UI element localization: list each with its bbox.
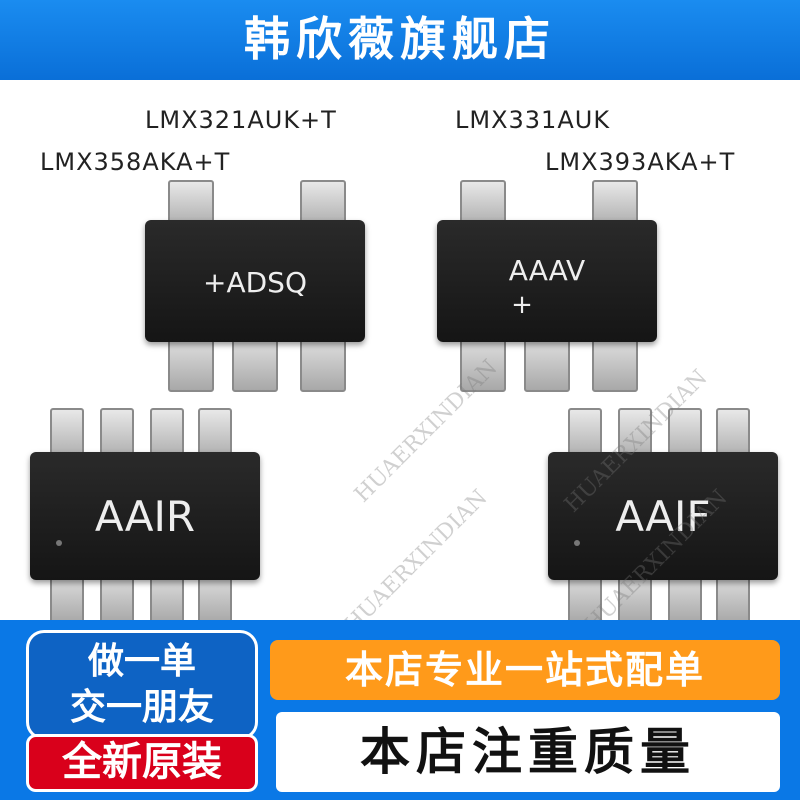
chip-bottom-right: AAIF xyxy=(548,408,778,628)
watermark: HUAERXINDIAN xyxy=(350,355,503,508)
chip-top-right: AAAV + xyxy=(432,180,662,400)
chip-body xyxy=(145,220,365,342)
promo-line-1: 做一单 xyxy=(87,641,196,682)
chip-top-left: +ADSQ xyxy=(140,180,370,400)
chip-bottom-left: AAIR xyxy=(30,408,260,628)
promo-service-banner: 本店专业一站式配单 xyxy=(270,640,780,700)
part-number-3: LMX358AKA+T xyxy=(40,148,231,176)
chip-body xyxy=(548,452,778,580)
store-title: 韩欣薇旗舰店 xyxy=(244,12,556,66)
chip-marking: AAIR xyxy=(94,492,196,541)
chip-marking: +ADSQ xyxy=(203,266,307,299)
part-number-1: LMX321AUK+T xyxy=(145,106,337,134)
chip-marking-plus: + xyxy=(511,290,533,320)
store-banner: 韩欣薇旗舰店 xyxy=(0,0,800,80)
pin1-dot xyxy=(574,540,580,546)
pin1-dot xyxy=(56,540,62,546)
watermark: HUAERXINDIAN xyxy=(340,485,493,638)
promo-line-2: 交一朋友 xyxy=(69,687,214,728)
part-number-2: LMX331AUK xyxy=(455,106,611,134)
chip-marking: AAAV xyxy=(508,254,586,287)
promo-genuine-badge: 全新原装 xyxy=(26,734,258,792)
promo-quality-banner: 本店注重质量 xyxy=(276,712,780,792)
chip-body xyxy=(437,220,657,342)
chip-marking: AAIF xyxy=(615,492,711,541)
chip-body xyxy=(30,452,260,580)
part-number-4: LMX393AKA+T xyxy=(545,148,736,176)
promo-friend-box: 做一单 交一朋友 xyxy=(26,630,258,740)
